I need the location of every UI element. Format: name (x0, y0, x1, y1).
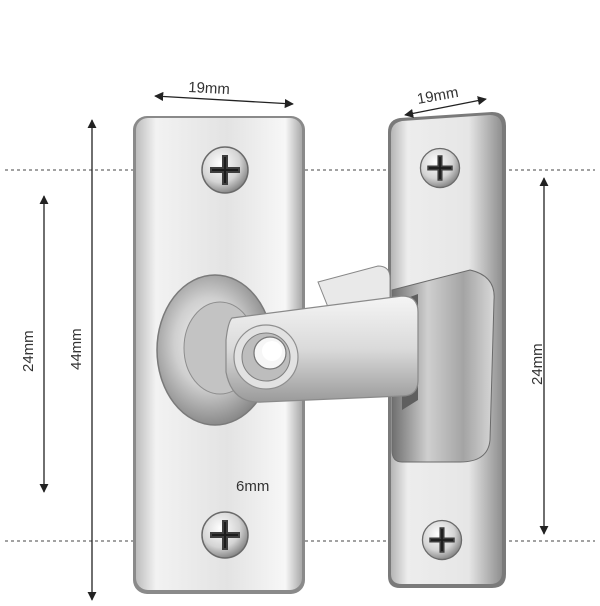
right-24-label: 24mm (529, 343, 546, 385)
phillips-screw-icon (421, 519, 463, 561)
left-width-label: 19mm (188, 79, 231, 98)
right-width-arrow (404, 96, 487, 118)
right-width-label: 19mm (416, 84, 460, 108)
pin-diameter-label: 6mm (236, 478, 269, 495)
latch-arm (225, 265, 419, 403)
left-width-arrow (154, 91, 294, 109)
phillips-screw-icon (419, 147, 461, 189)
phillips-screw-icon (201, 146, 249, 194)
pin (253, 336, 287, 370)
height-44-label: 44mm (68, 328, 85, 370)
left-24-label: 24mm (20, 330, 37, 372)
phillips-screw-icon (201, 511, 249, 559)
